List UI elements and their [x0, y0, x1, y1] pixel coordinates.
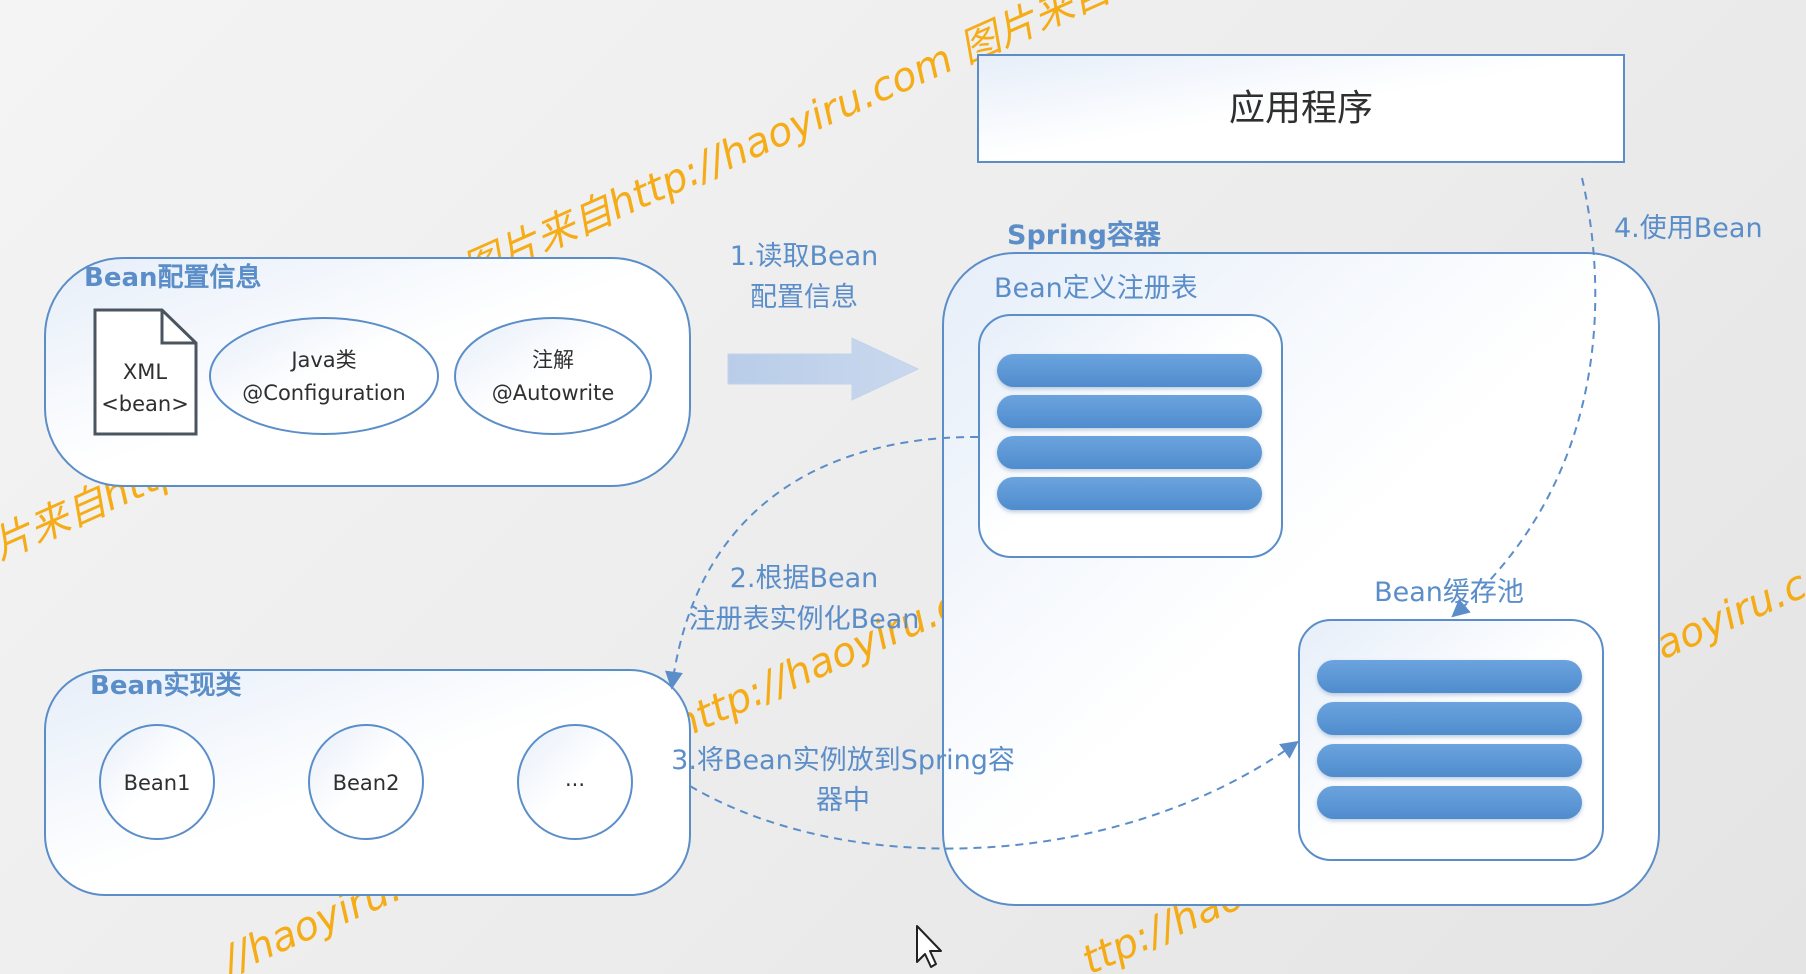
mouse-cursor-icon	[916, 925, 942, 968]
registry-entry	[997, 354, 1262, 387]
xml-document: XML <bean>	[93, 308, 198, 436]
bean-impl-title: Bean实现类	[90, 670, 242, 701]
autowrite-label: @Autowrite	[492, 381, 615, 405]
step1-read-config: 1.读取Bean 配置信息	[727, 241, 920, 401]
big-right-arrow-icon	[727, 337, 920, 401]
ellipsis-label: ...	[565, 767, 585, 791]
bean-config-group: Bean配置信息 XML <bean> Java类 @Configuration…	[44, 257, 691, 487]
step3-put-into-container: 3.将Bean实例放到Spring容 器中	[671, 740, 1299, 850]
xml-bean-label: <bean>	[101, 392, 189, 416]
registry-title: Bean定义注册表	[994, 273, 1198, 304]
bean2-label: Bean2	[333, 771, 400, 795]
bean1-label: Bean1	[124, 771, 191, 795]
application-label: 应用程序	[1229, 88, 1373, 129]
spring-container: Spring容器 Bean定义注册表 Bean缓存池	[942, 219, 1660, 906]
step3-label-line1: 3.将Bean实例放到Spring容	[671, 745, 1015, 776]
configuration-label: @Configuration	[242, 381, 405, 405]
registry-entry	[997, 477, 1262, 510]
document-icon	[93, 308, 198, 436]
cache-entry	[1317, 702, 1582, 735]
cache-entry	[1317, 786, 1582, 819]
java-class-label: Java类	[289, 348, 356, 372]
spring-container-title: Spring容器	[1007, 219, 1162, 251]
step2-label-line2: 注册表实例化Bean	[689, 604, 920, 635]
application-box: 应用程序	[977, 54, 1625, 163]
bean-cache-pool	[1298, 619, 1604, 861]
annotation-label: 注解	[532, 348, 574, 372]
bean1-circle: Bean1	[99, 724, 215, 840]
cache-pool-title: Bean缓存池	[1374, 577, 1524, 608]
step1-label-line1: 1.读取Bean	[730, 241, 879, 272]
step1-label-line2: 配置信息	[750, 282, 858, 313]
xml-label: XML	[123, 360, 168, 384]
java-class-ellipse: Java类 @Configuration	[209, 317, 439, 435]
bean-impl-group: Bean实现类 Bean1 Bean2 ...	[44, 669, 691, 896]
cache-entry	[1317, 660, 1582, 693]
step4-dashed-arrow	[1451, 177, 1597, 618]
registry-entry	[997, 395, 1262, 428]
step2-label-line1: 2.根据Bean	[730, 563, 879, 594]
more-beans-circle: ...	[517, 724, 633, 840]
step4-use-bean: 4.使用Bean	[1451, 177, 1763, 618]
step4-label: 4.使用Bean	[1614, 213, 1763, 244]
bean-definition-registry	[978, 314, 1283, 558]
registry-entry	[997, 436, 1262, 469]
bean-config-title: Bean配置信息	[84, 262, 262, 293]
step2-instantiate: 2.根据Bean 注册表实例化Bean	[665, 435, 979, 690]
cache-entry	[1317, 744, 1582, 777]
bean2-circle: Bean2	[308, 724, 424, 840]
annotation-ellipse: 注解 @Autowrite	[454, 317, 652, 435]
step3-label-line2: 器中	[816, 785, 870, 816]
